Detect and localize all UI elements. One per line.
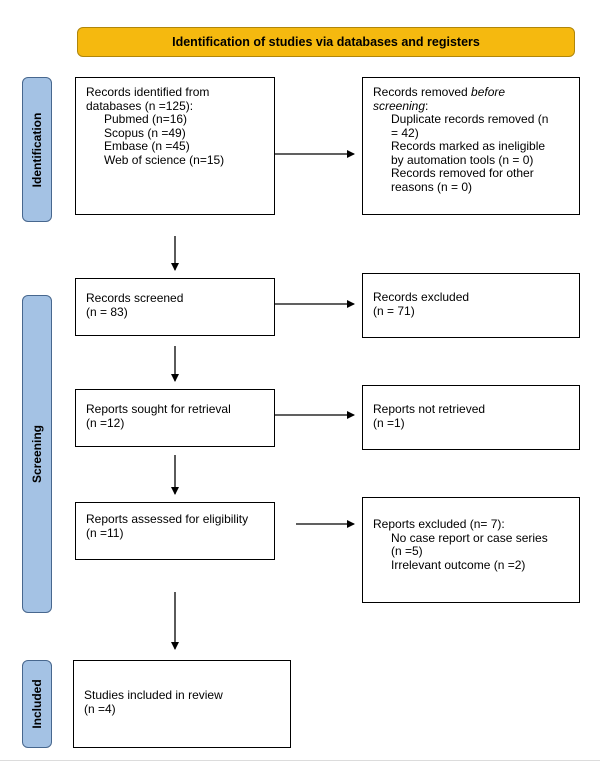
- records-removed-title-italic1: before: [471, 85, 506, 99]
- records-removed-title: Records removed before: [373, 85, 569, 100]
- banner-title: Identification of studies via databases …: [172, 35, 480, 49]
- records-identified-line2: databases (n =125):: [86, 98, 194, 113]
- records-removed-title-normal: Records removed: [373, 85, 472, 99]
- records-identified-box: Records identified from databases (n =12…: [75, 77, 275, 215]
- excluded-reason-1: No case report or case series: [391, 530, 548, 545]
- bottom-divider: [0, 760, 600, 761]
- removed-item-4: by automation tools (n = 0): [391, 152, 534, 167]
- reports-sought-line2: (n =12): [86, 415, 125, 430]
- source-scopus: Scopus (n =49): [104, 125, 186, 140]
- removed-item-5: Records removed for other: [391, 166, 534, 180]
- reports-not-retrieved-line2: (n =1): [373, 415, 405, 430]
- source-pubmed: Pubmed (n=16): [104, 112, 188, 126]
- reports-assessed-line1: Reports assessed for eligibility: [86, 512, 249, 526]
- excluded-reason-2: Irrelevant outcome (n =2): [391, 557, 526, 572]
- studies-included-box: Studies included in review (n =4): [73, 660, 291, 748]
- reports-not-retrieved-box: Reports not retrieved (n =1): [362, 385, 580, 450]
- records-excluded-box: Records excluded (n = 71): [362, 273, 580, 338]
- phase-identification: Identification: [22, 77, 52, 222]
- records-removed-title-italic2: screening: [373, 98, 426, 113]
- records-removed-title2: screening:: [373, 98, 569, 114]
- removed-item-1: Duplicate records removed (n: [391, 112, 549, 126]
- studies-included-line1: Studies included in review: [84, 688, 223, 702]
- reports-assessed-line2: (n =11): [86, 525, 124, 540]
- records-screened-line2: (n = 83): [86, 304, 128, 319]
- identification-banner: Identification of studies via databases …: [77, 27, 575, 57]
- records-identified-line1: Records identified from: [86, 85, 210, 99]
- studies-included-line2: (n =4): [84, 701, 116, 716]
- removed-item-3: Records marked as ineligible: [391, 139, 546, 153]
- phase-screening: Screening: [22, 295, 52, 613]
- reports-excluded-box: Reports excluded (n= 7): No case report …: [362, 497, 580, 603]
- reports-sought-line1: Reports sought for retrieval: [86, 402, 231, 416]
- records-excluded-line1: Records excluded: [373, 290, 470, 304]
- reports-sought-box: Reports sought for retrieval (n =12): [75, 389, 275, 447]
- records-screened-box: Records screened (n = 83): [75, 278, 275, 336]
- source-web-of-science: Web of science (n=15): [104, 152, 225, 167]
- reports-excluded-title: Reports excluded (n= 7):: [373, 517, 505, 531]
- phase-included: Included: [22, 660, 52, 748]
- excluded-reason-1-count: (n =5): [391, 544, 423, 558]
- source-embase: Embase (n =45): [104, 139, 190, 153]
- records-screened-line1: Records screened: [86, 291, 184, 305]
- reports-assessed-box: Reports assessed for eligibility (n =11): [75, 502, 275, 560]
- records-excluded-line2: (n = 71): [373, 303, 415, 318]
- reports-not-retrieved-line1: Reports not retrieved: [373, 402, 486, 416]
- records-removed-title-colon: :: [425, 98, 429, 113]
- records-removed-box: Records removed before screening: Duplic…: [362, 77, 580, 215]
- removed-item-6: reasons (n = 0): [391, 179, 473, 194]
- removed-item-2: = 42): [391, 125, 419, 140]
